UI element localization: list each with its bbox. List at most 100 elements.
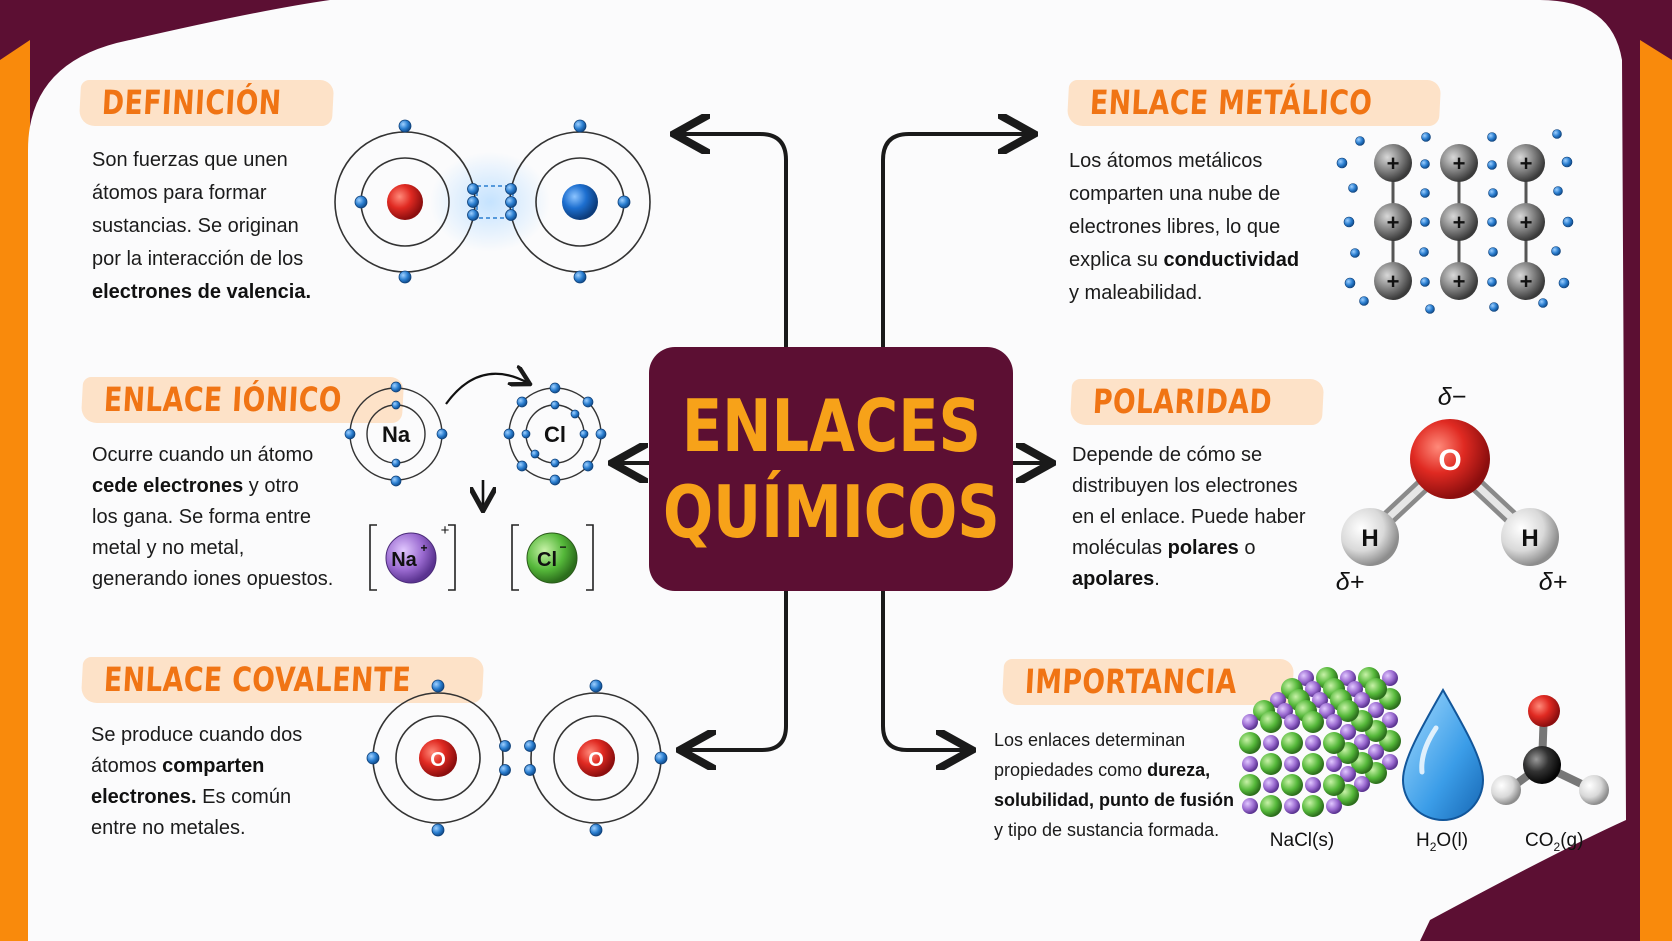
cl-atom-label: Cl (544, 422, 566, 447)
na-ion-sphere (1326, 798, 1342, 814)
ionico-text: Ocurre cuando un átomo cede electrones y… (92, 440, 333, 595)
plus-label: + (1520, 210, 1533, 235)
na-ion-sphere (1354, 776, 1370, 792)
crystal-lattice-icon: NaCl(s) (1239, 667, 1401, 851)
covalente-atoms: O O (366, 679, 668, 837)
na-ion-sphere (1242, 798, 1258, 814)
arrow-icon (445, 374, 528, 405)
na-ion-sphere (1382, 712, 1398, 728)
cl-ion-sphere (1260, 753, 1282, 775)
na-ion-sphere (1263, 735, 1279, 751)
plus-label: + (1387, 151, 1400, 176)
plus-label: + (1453, 151, 1466, 176)
cl-ion-sphere (1239, 732, 1261, 754)
polaridad-line: . (1154, 568, 1160, 590)
nucleus-icon (562, 184, 598, 220)
na-ion-sphere (1340, 766, 1356, 782)
importancia-bold: solubilidad, punto de fusión (994, 790, 1234, 810)
polaridad-text: Depende de cómo se distribuyen los elect… (1072, 440, 1306, 595)
na-ion-charge: + (420, 541, 427, 555)
na-ion-sphere (1284, 756, 1300, 772)
ionico-atoms: Na Cl Na + + Cl − (344, 374, 607, 591)
cl-ion-sphere (1323, 774, 1345, 796)
hydrogen-label: H (1361, 525, 1378, 552)
metalico-line: Los átomos metálicos (1069, 150, 1263, 172)
cl-ion-sphere (1260, 795, 1282, 817)
definicion-line: por la interacción de los (92, 248, 304, 270)
nucleus-icon (419, 739, 457, 777)
importancia-bold: dureza, (1147, 760, 1211, 780)
cl-ion-label: Cl (537, 549, 557, 571)
water-drop-icon: H2O(l) (1401, 687, 1485, 854)
ionico-line: y otro (243, 475, 299, 497)
cl-ion-sphere (1323, 732, 1345, 754)
cl-ion-sphere (1302, 711, 1324, 733)
definicion-text: Son fuerzas que unen átomos para formar … (92, 144, 311, 309)
arrow-icon (881, 134, 1030, 347)
ionico-bold: cede electrones (92, 475, 244, 497)
definicion-line: Son fuerzas que unen (92, 149, 288, 171)
plus-label: + (1453, 269, 1466, 294)
center-title-line1: ENLACES (681, 384, 981, 468)
polaridad-bold: polares (1167, 537, 1239, 559)
na-ion-sphere (1284, 714, 1300, 730)
na-ion-sphere (1340, 724, 1356, 740)
nucleus-icon (577, 739, 615, 777)
polaridad-bold: apolares (1072, 568, 1155, 590)
na-ion-sphere (1326, 714, 1342, 730)
definicion-line: átomos para formar (92, 182, 267, 204)
oxygen-label: O (430, 749, 446, 771)
arrow-icon (678, 134, 788, 347)
covalente-line: entre no metales. (91, 817, 246, 839)
cl-ion-sphere (1337, 700, 1359, 722)
plus-label: + (1453, 210, 1466, 235)
na-ion-sphere (1382, 670, 1398, 686)
plus-label: + (1387, 269, 1400, 294)
polaridad-line: o (1238, 537, 1256, 559)
na-ion-sphere (1242, 756, 1258, 772)
metalico-line: comparten una nube de (1069, 183, 1281, 205)
na-ion-sphere (1326, 756, 1342, 772)
metalico-lattice: +++ +++ +++ (1336, 129, 1574, 314)
metalico-line: y maleabilidad. (1069, 282, 1203, 304)
oxygen-label: O (1438, 444, 1461, 477)
polaridad-line: moléculas (1072, 537, 1168, 559)
metalico-bold: conductividad (1163, 249, 1300, 271)
cl-ion-sphere (1281, 732, 1303, 754)
na-ion-sphere (1354, 734, 1370, 750)
na-ion-sphere (1368, 702, 1384, 718)
arrow-icon (684, 591, 788, 750)
covalente-line: Se produce cuando dos (91, 724, 303, 746)
covalente-line: Es común (196, 786, 292, 808)
na-ion-sphere (1368, 744, 1384, 760)
delta-plus-label: δ+ (1539, 568, 1568, 596)
delta-plus-label: δ+ (1336, 568, 1365, 596)
metalico-text: Los átomos metálicos comparten una nube … (1069, 145, 1299, 310)
co2-molecule-icon: CO2(g) (1491, 695, 1609, 854)
cl-ion-sphere (1302, 753, 1324, 775)
center-title-box: ENLACES QUÍMICOS (649, 347, 1013, 591)
definicion-atoms (334, 119, 651, 284)
na-atom-label: Na (382, 422, 411, 447)
importancia-line: Los enlaces determinan (994, 730, 1186, 750)
arrow-icon (881, 591, 968, 750)
hydrogen-label: H (1521, 525, 1538, 552)
cl-ion-sphere (1260, 711, 1282, 733)
covalente-bold: comparten (162, 755, 265, 777)
covalente-line: átomos (91, 755, 163, 777)
cl-ion-sphere (1281, 774, 1303, 796)
na-ion-sphere (1284, 798, 1300, 814)
na-ion-sphere (1305, 735, 1321, 751)
metalico-line: explica su (1069, 249, 1164, 271)
center-title-line2: QUÍMICOS (662, 470, 1000, 554)
definicion-bold-line: electrones de valencia. (92, 281, 312, 303)
co2-label: CO2(g) (1525, 830, 1583, 854)
polaridad-line: en el enlace. Puede haber (1072, 506, 1306, 528)
na-ion-sphere (1382, 754, 1398, 770)
delta-minus-label: δ− (1438, 383, 1467, 411)
ionico-line: generando iones opuestos. (92, 568, 334, 590)
na-ion-sphere (1242, 714, 1258, 730)
